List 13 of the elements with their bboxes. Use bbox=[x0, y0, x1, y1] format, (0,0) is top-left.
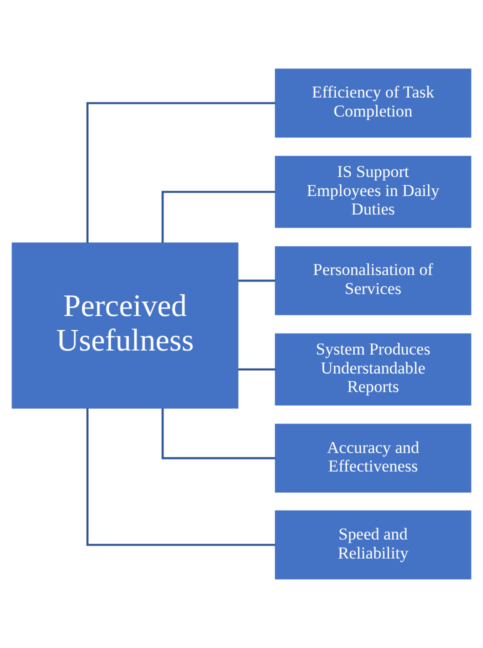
connector bbox=[162, 190, 276, 243]
node-box: Accuracy and Effectiveness bbox=[274, 424, 472, 493]
connector bbox=[86, 102, 276, 244]
node-box: Efficiency of Task Completion bbox=[274, 68, 472, 138]
node-box: Speed and Reliability bbox=[274, 510, 472, 580]
node-box: IS Support Employees in Daily Duties bbox=[274, 156, 472, 228]
connector bbox=[238, 368, 276, 370]
connector bbox=[238, 280, 276, 282]
node-box: System Produces Understandable Reports bbox=[274, 333, 472, 406]
node-box: Perceived Usefulness bbox=[12, 242, 238, 409]
connector bbox=[162, 408, 276, 460]
node-box: Personalisation of Services bbox=[274, 246, 472, 316]
connector bbox=[86, 408, 276, 546]
